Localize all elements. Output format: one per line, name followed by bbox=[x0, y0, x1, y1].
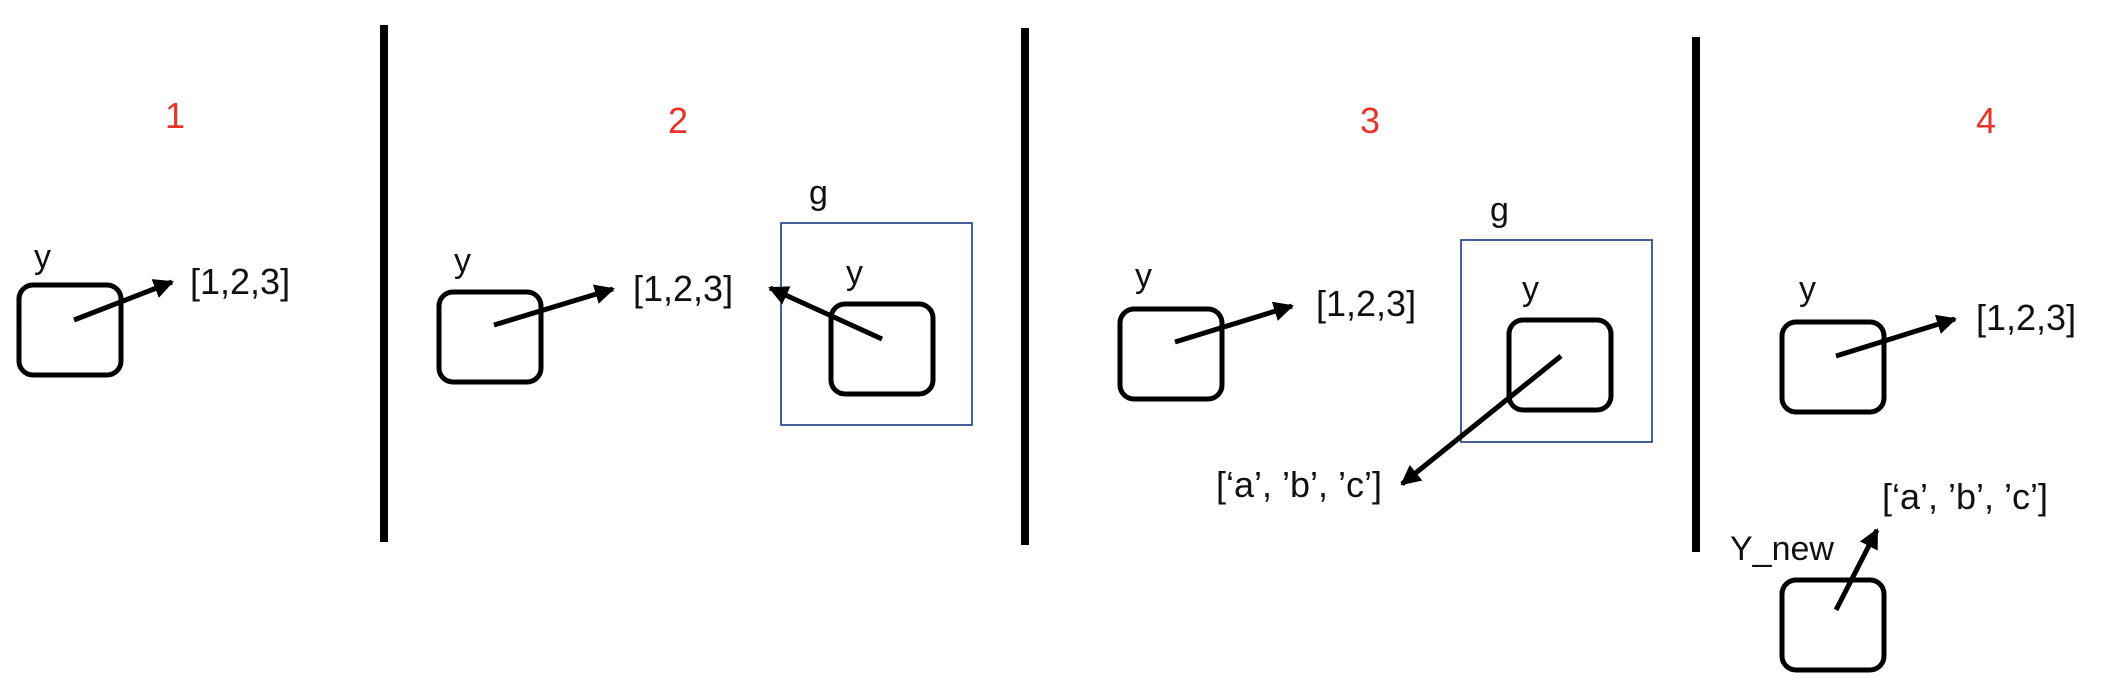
variable-box-y bbox=[1117, 306, 1225, 402]
new-list-value: [‘a’, ’b’, ’c’] bbox=[1216, 464, 1382, 505]
new-reference-arrow bbox=[1833, 528, 1880, 612]
inner-variable-box-y bbox=[828, 301, 936, 397]
variable-box-y bbox=[1779, 319, 1887, 415]
step-number-2: 2 bbox=[668, 100, 688, 141]
panel-3: 3 y [1,2,3] g y [‘a’, ’b’, ’c’] bbox=[1117, 100, 1653, 505]
rebind-arrow bbox=[1400, 354, 1563, 486]
variable-label-y-new: Y_new bbox=[1730, 530, 1834, 568]
variable-box-y-new bbox=[1779, 577, 1887, 673]
step-number-4: 4 bbox=[1976, 100, 1996, 141]
scope-label-g: g bbox=[809, 174, 828, 212]
step-number-3: 3 bbox=[1360, 100, 1380, 141]
function-scope-box bbox=[1460, 239, 1653, 443]
inner-reference-arrow bbox=[768, 285, 884, 342]
panel-2: 2 y [1,2,3] g y bbox=[436, 100, 973, 426]
variable-box-y bbox=[16, 282, 124, 378]
list-value: [1,2,3] bbox=[633, 268, 733, 309]
reference-arrow bbox=[493, 284, 615, 328]
panel-4: 4 y [1,2,3] [‘a’, ’b’, ’c’] Y_new bbox=[1730, 100, 2076, 673]
reference-arrow bbox=[1174, 301, 1294, 345]
variable-label-y: y bbox=[1135, 257, 1152, 295]
new-list-value: [‘a’, ’b’, ’c’] bbox=[1882, 476, 2048, 517]
inner-variable-label-y: y bbox=[1522, 270, 1539, 308]
list-value: [1,2,3] bbox=[1976, 297, 2076, 338]
list-value: [1,2,3] bbox=[190, 261, 290, 302]
scope-label-g: g bbox=[1490, 191, 1509, 229]
variable-label-y: y bbox=[454, 242, 471, 280]
panel-1: 1 y [1,2,3] bbox=[16, 95, 290, 378]
inner-variable-box-y bbox=[1506, 317, 1614, 413]
reference-arrow bbox=[1835, 314, 1957, 359]
list-value: [1,2,3] bbox=[1316, 283, 1416, 324]
reference-arrow bbox=[73, 279, 174, 323]
inner-variable-label-y: y bbox=[846, 254, 863, 292]
variable-box-y bbox=[436, 289, 544, 385]
function-scope-box bbox=[780, 222, 973, 426]
variable-label-y: y bbox=[34, 238, 51, 276]
variable-label-y: y bbox=[1799, 270, 1816, 308]
step-number-1: 1 bbox=[165, 95, 185, 136]
